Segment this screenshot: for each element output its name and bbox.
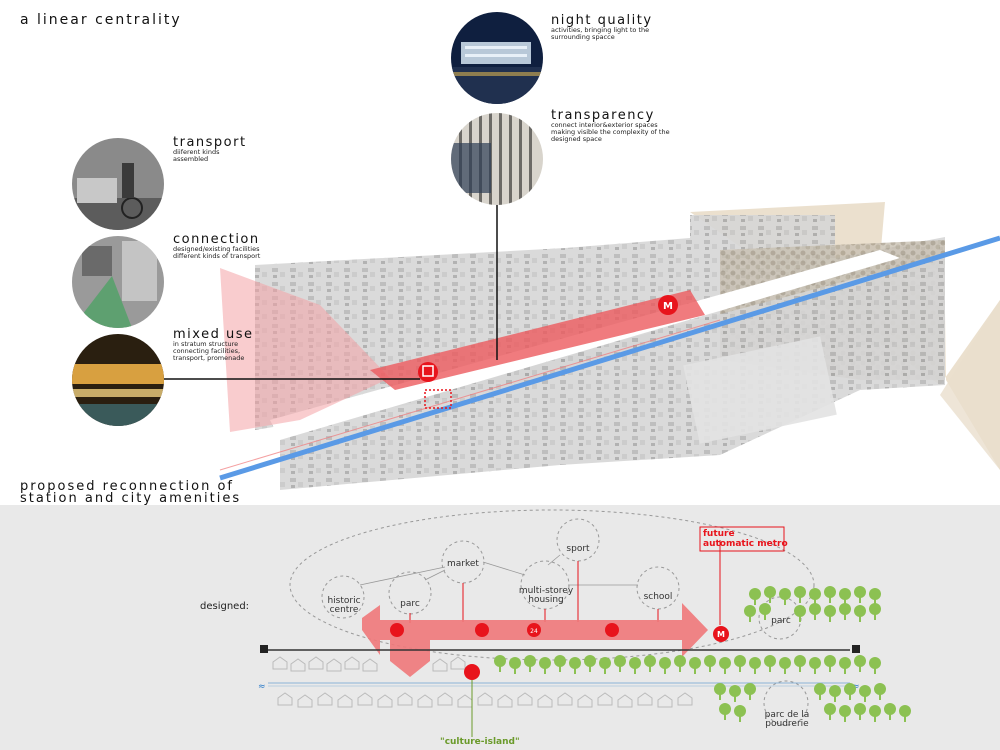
node-historic-centre: historic centre	[327, 596, 361, 615]
metro-icon	[713, 626, 729, 642]
callout-title: connection	[173, 232, 260, 247]
node-parc: parc	[400, 599, 420, 609]
callout-connection: connection designed/existing facilities …	[173, 233, 278, 260]
trees-row	[494, 655, 881, 674]
rail-line	[219, 235, 1000, 481]
culture-island-marker	[424, 389, 452, 409]
node-parc-de-la-poudrerie: parc de la poudrerie	[764, 710, 810, 729]
transport-photo	[72, 138, 164, 230]
amenities-diagram: 24 M ≈ ≈	[0, 505, 1000, 750]
future-metro-line2: automatic metro	[703, 539, 788, 549]
station-icon	[390, 623, 404, 637]
train-icon-right	[852, 645, 860, 653]
open-field	[683, 336, 837, 444]
callout-night-quality: night quality activities, bringing light…	[551, 14, 661, 41]
callout-desc: connect interior&exterior spaces making …	[551, 121, 670, 143]
node-market: market	[447, 559, 479, 569]
future-metro-box	[699, 526, 785, 552]
metro-icon-top	[658, 295, 678, 315]
callout-desc: in stratum structure connecting faciliti…	[173, 340, 245, 362]
bed-icon	[605, 623, 619, 637]
callout-mixed-use: mixed use in stratum structure connectin…	[173, 328, 258, 362]
section-title-line2: station and city amenities	[20, 491, 242, 506]
water-icon-right: ≈	[852, 682, 860, 692]
page-title: a linear centrality	[20, 12, 182, 28]
houses-row-bottom	[277, 692, 693, 708]
future-metro-label: future automatic metro	[703, 529, 788, 549]
metro-symbol: M	[717, 630, 725, 639]
hours-icon	[527, 623, 541, 637]
water-icon-left: ≈	[258, 682, 266, 692]
callout-title: night quality	[551, 13, 653, 28]
node-parc-right: parc	[771, 616, 791, 626]
metro-symbol-top: M	[663, 301, 673, 312]
callout-desc: designed/existing facilities different k…	[173, 245, 261, 260]
node-multi-storey-housing: multi-storey housing	[518, 586, 574, 605]
callout-title: mixed use	[173, 327, 254, 342]
section-title-line1: proposed reconnection of	[20, 479, 234, 494]
section-title: proposed reconnection of station and cit…	[20, 479, 242, 506]
red-centrality-band	[370, 290, 705, 390]
amenities-ellipse	[289, 509, 815, 661]
night-quality-photo	[451, 12, 543, 104]
culture-island-dot	[464, 664, 480, 680]
callout-desc: activities, bringing light to the surrou…	[551, 26, 650, 41]
aerial-lower	[280, 255, 945, 490]
callout-title: transport	[173, 135, 247, 150]
train-icon-left	[260, 645, 268, 653]
site-plan: M	[150, 197, 1000, 490]
transparency-photo	[451, 113, 543, 205]
future-metro-line1: future	[703, 529, 735, 539]
callout-desc: diiferent kinds assembled	[173, 148, 220, 163]
designed-label: designed:	[200, 601, 250, 612]
callout-title: transparency	[551, 108, 655, 123]
red-left-area	[220, 268, 390, 432]
culture-island-label: "culture-island"	[440, 737, 520, 747]
market-icon	[475, 623, 489, 637]
houses-row-top	[272, 656, 466, 672]
callout-transparency: transparency connect interior&exterior s…	[551, 109, 676, 143]
centrality-arrow	[362, 603, 708, 677]
callout-transport: transport diiferent kinds assembled	[173, 136, 247, 163]
connection-photo	[72, 236, 164, 328]
tan-area-far-right	[940, 300, 1000, 470]
mixed-use-photo	[72, 334, 164, 426]
hours-badge: 24	[530, 628, 538, 635]
station-icon	[418, 362, 438, 382]
node-sport: sport	[566, 544, 590, 554]
node-school: school	[643, 592, 673, 602]
